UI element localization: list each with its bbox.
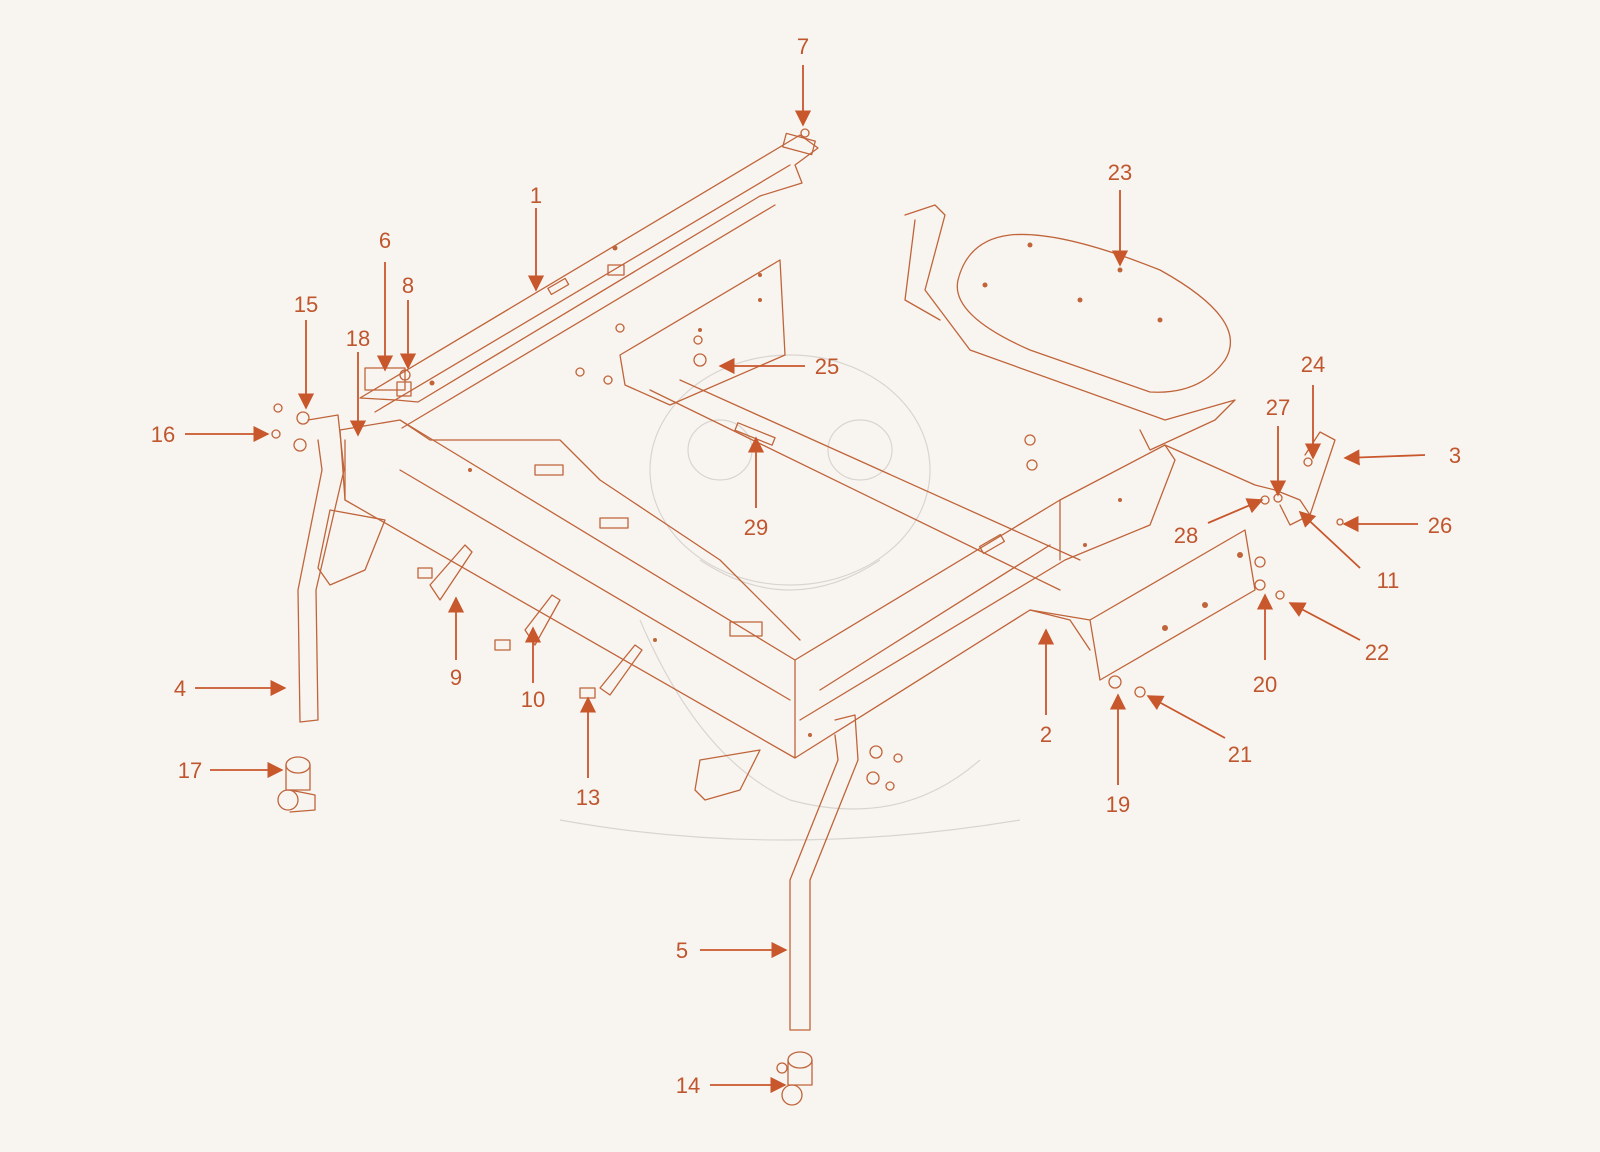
inner-mount-frame [619, 259, 1081, 591]
callout-9: 9 [450, 665, 462, 690]
left-foot-clamp [277, 756, 316, 813]
callout-15: 15 [294, 292, 318, 317]
callout-21: 21 [1228, 742, 1252, 767]
callout-23: 23 [1108, 160, 1132, 185]
leader-21 [1146, 695, 1226, 739]
callout-7: 7 [797, 34, 809, 59]
front-box-beam [339, 419, 812, 759]
callout-25: 25 [815, 354, 839, 379]
callout-20: 20 [1253, 672, 1277, 697]
upper-side-rail [359, 132, 819, 429]
callout-28: 28 [1174, 523, 1198, 548]
callout-27: 27 [1266, 395, 1290, 420]
callout-4: 4 [174, 676, 186, 701]
callout-6: 6 [379, 228, 391, 253]
callout-16: 16 [151, 422, 175, 447]
callout-26: 26 [1428, 513, 1452, 538]
right-front-leg [694, 714, 859, 1031]
callout-2: 2 [1040, 722, 1052, 747]
callout-1: 1 [530, 183, 542, 208]
seat-mount-plate [904, 204, 1236, 451]
watermark-mascot [559, 354, 1021, 841]
callout-11: 11 [1377, 568, 1400, 593]
callout-10: 10 [521, 687, 545, 712]
rear-bracket [1164, 431, 1336, 526]
callout-leaders [185, 65, 1426, 1094]
cross-box-beam [794, 444, 1176, 759]
callout-18: 18 [346, 326, 370, 351]
rear-side-plate [1029, 529, 1256, 681]
callout-29: 29 [744, 515, 768, 540]
callout-14: 14 [676, 1073, 700, 1098]
callout-24: 24 [1301, 352, 1325, 377]
right-foot-clamp [776, 1051, 813, 1106]
callout-labels: 1 2 3 4 5 6 7 8 9 10 11 13 14 15 16 17 1… [151, 34, 1461, 1098]
leader-28 [1207, 498, 1264, 524]
callout-13: 13 [576, 785, 600, 810]
leader-11 [1298, 510, 1361, 569]
leader-22 [1288, 602, 1361, 641]
hardware-fasteners [271, 128, 1344, 791]
callout-22: 22 [1365, 640, 1389, 665]
left-front-leg [297, 414, 386, 723]
callout-5: 5 [676, 938, 688, 963]
leader-3 [1343, 449, 1426, 466]
callout-3: 3 [1449, 443, 1461, 468]
callout-8: 8 [402, 273, 414, 298]
callout-17: 17 [178, 758, 202, 783]
callout-19: 19 [1106, 792, 1130, 817]
